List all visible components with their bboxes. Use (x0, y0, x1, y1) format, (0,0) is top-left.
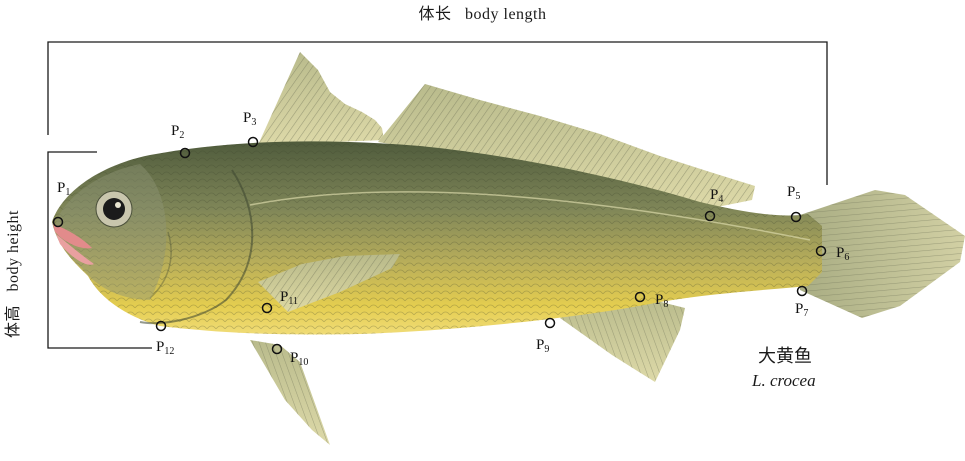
landmark-label-10: P10 (290, 351, 308, 368)
species-common-name: 大黄鱼 (758, 347, 812, 365)
fish-body (52, 141, 822, 334)
landmark-label-3: P3 (243, 111, 256, 128)
landmark-label-11: P11 (280, 290, 298, 307)
landmark-point-9 (546, 319, 555, 328)
body-height-label: 体高 body height (6, 186, 22, 338)
spiny-dorsal-fin (258, 52, 384, 145)
landmark-label-9: P9 (536, 338, 549, 355)
landmark-label-7: P7 (795, 302, 808, 319)
landmark-label-5: P5 (787, 185, 800, 202)
landmark-label-8: P8 (655, 293, 668, 310)
landmark-label-2: P2 (171, 124, 184, 141)
landmark-label-1: P1 (57, 181, 70, 198)
landmark-label-4: P4 (710, 188, 723, 205)
body-length-label: 体长 body length (0, 7, 965, 23)
landmark-label-12: P12 (156, 340, 174, 357)
species-scientific-name: L. crocea (752, 372, 816, 389)
landmark-label-6: P6 (836, 246, 849, 263)
fish-eye (96, 191, 132, 227)
